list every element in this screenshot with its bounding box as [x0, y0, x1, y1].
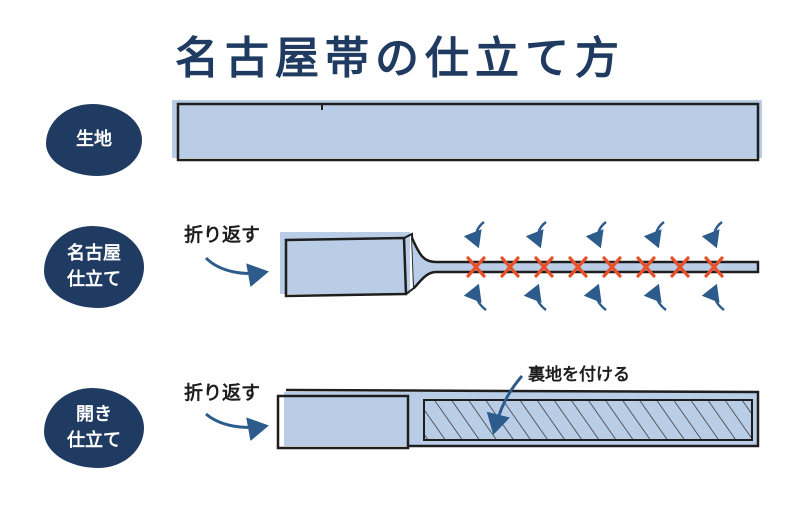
diagram-title: 名古屋帯の仕立て方	[175, 33, 625, 84]
lining-arrow-icon	[486, 375, 524, 435]
fold-arrow-icon	[204, 256, 269, 288]
arrow-icon	[463, 283, 487, 311]
fabric-outline	[176, 102, 760, 162]
folded-section-fill	[280, 232, 410, 294]
folded-end-outline	[276, 394, 410, 450]
lining-area	[423, 399, 753, 441]
arrow-icon	[701, 283, 725, 311]
stitch-mark	[500, 256, 520, 278]
arrow-icon	[643, 221, 665, 249]
fold-arrow-icon	[205, 412, 269, 442]
row-badge-fabric: 生地	[46, 104, 142, 176]
row-badge-open: 開き 仕立て	[44, 388, 144, 468]
badge-text-line1: 開き	[76, 404, 112, 425]
badge-text: 生地	[76, 129, 112, 150]
arrow-icon	[585, 221, 607, 249]
fold-label-open: 折り返す	[184, 382, 261, 404]
arrow-icon	[463, 221, 485, 249]
press-arrows-top	[463, 221, 723, 249]
fold-label-nagoya: 折り返す	[184, 224, 261, 246]
stitch-mark	[602, 256, 622, 278]
arrow-icon	[701, 221, 723, 249]
stitch-marks	[466, 256, 724, 278]
stitch-mark	[636, 256, 656, 278]
narrow-section	[410, 237, 760, 289]
stitch-mark	[534, 256, 554, 278]
stitch-mark	[670, 256, 690, 278]
stitch-mark	[568, 256, 588, 278]
open-obi-drawing	[205, 375, 760, 450]
badge-text-line2: 仕立て	[67, 430, 121, 451]
fabric-fill	[172, 100, 762, 158]
stitch-mark	[466, 256, 486, 278]
open-obi-outline	[285, 388, 760, 448]
lining-label: 裏地を付ける	[528, 365, 630, 385]
badge-text-line1: 名古屋	[67, 243, 121, 264]
arrow-icon	[583, 283, 607, 311]
stitch-mark	[704, 256, 724, 278]
press-arrows-bottom	[463, 283, 725, 311]
badge-text-line2: 仕立て	[67, 269, 121, 290]
fabric-strip	[172, 100, 762, 162]
row-badge-nagoya: 名古屋 仕立て	[44, 226, 144, 308]
arrow-icon	[643, 283, 667, 311]
arrow-icon	[525, 221, 547, 249]
nagoya-obi-drawing	[204, 221, 760, 311]
arrow-icon	[523, 283, 547, 311]
